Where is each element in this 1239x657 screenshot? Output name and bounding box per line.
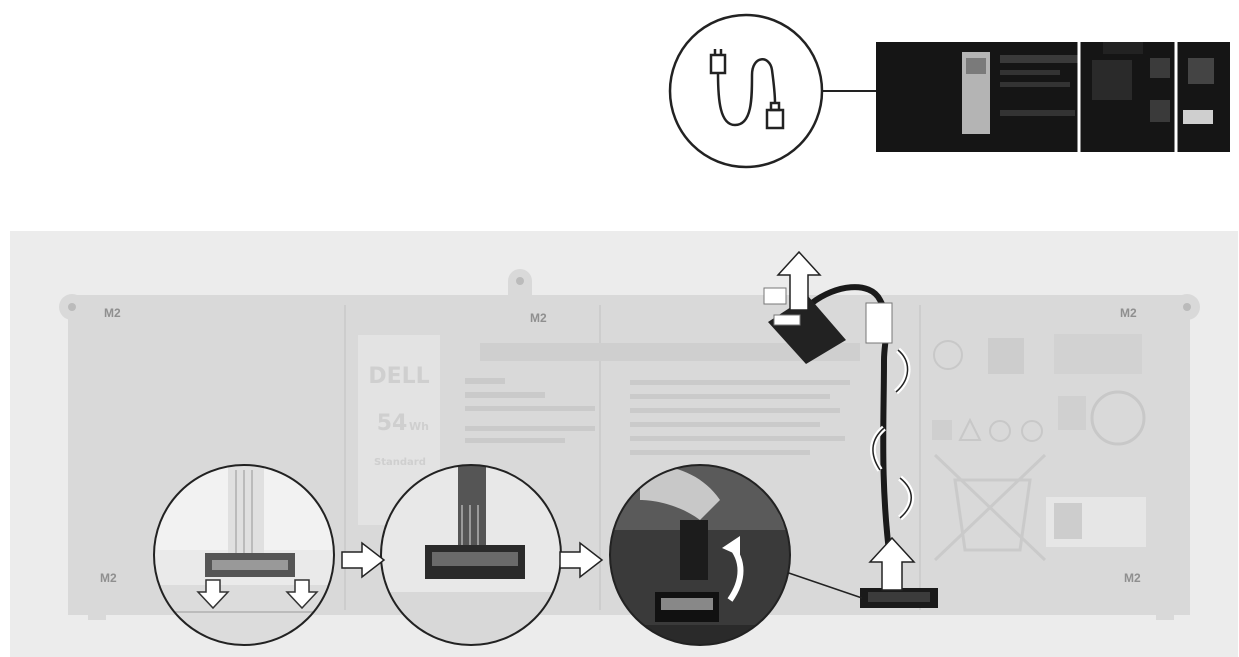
capacity-unit: Wh [409, 420, 429, 433]
screw-label-top-right: M2 [1120, 306, 1137, 320]
small-battery [876, 42, 1230, 152]
brand-label: DELL [368, 364, 429, 389]
screw-label-top-left: M2 [104, 306, 121, 320]
capacity-value: 54 [377, 411, 408, 436]
battery-type-label: Standard [374, 457, 426, 468]
screw-label-bottom-right: M2 [1124, 571, 1141, 585]
screw-label-bottom-left: M2 [100, 571, 117, 585]
cable-connector-icon [670, 15, 822, 167]
screw-label-top-center: M2 [530, 311, 547, 325]
